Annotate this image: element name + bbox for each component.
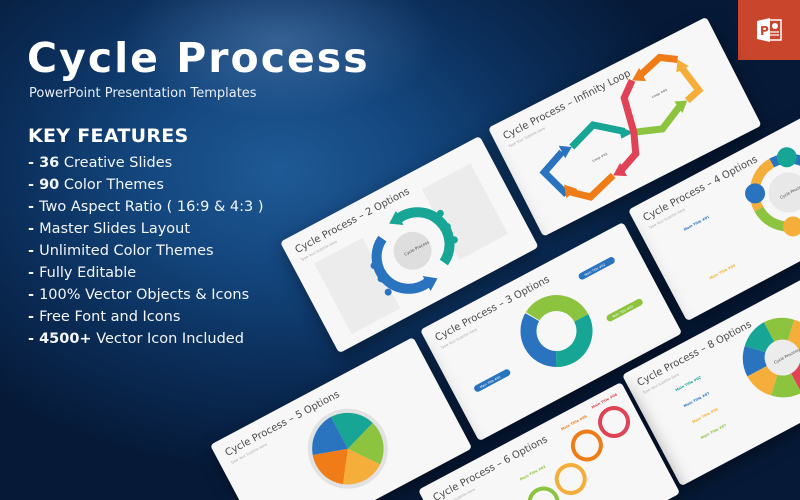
svg-text:Main Title #07: Main Title #07 (700, 423, 728, 440)
feature-item: - 36 Creative Slides (28, 155, 173, 171)
background-glow (120, 0, 440, 120)
six-options-diagram: Main Title #02 Main Title #05 Main Title… (519, 392, 631, 500)
svg-text:Main Title #02: Main Title #02 (675, 375, 703, 392)
feature-item: - Two Aspect Ratio ( 16:9 & 4:3 ) (28, 199, 264, 215)
svg-text:Main Title #07: Main Title #07 (683, 391, 711, 408)
svg-text:Main Title #01: Main Title #01 (683, 215, 711, 232)
feature-item: - Unlimited Color Themes (28, 243, 214, 259)
feature-item: - 90 Color Themes (28, 177, 164, 193)
slide-infinity-loop[interactable]: Cycle Process – Infinity Loop Type Your … (488, 16, 762, 237)
page-title: Cycle Process (27, 34, 370, 82)
slide-4-options[interactable]: Cycle Process – 4 Options Type Your Subt… (628, 102, 800, 322)
slide-5-options[interactable]: Cycle Process – 5 Options Type Your Subt… (210, 337, 473, 500)
svg-text:Main Title #06: Main Title #06 (692, 407, 720, 424)
three-options-diagram: Main Title #01 Main Title #02 Main Title… (474, 257, 643, 392)
svg-text:Loop #01: Loop #01 (592, 152, 609, 163)
powerpoint-badge: P (738, 0, 800, 60)
svg-text:Main Title #02: Main Title #02 (519, 464, 547, 481)
feature-item: - Free Font and Icons (28, 309, 181, 325)
slide-3-options[interactable]: Cycle Process – 3 Options Type Your Subt… (420, 222, 683, 442)
feature-list: - 36 Creative Slides - 90 Color Themes -… (28, 152, 264, 350)
slide-2-options[interactable]: Cycle Process – 2 Options Type Your Subt… (280, 135, 539, 354)
feature-item: - 100% Vector Objects & Icons (28, 287, 250, 303)
svg-text:Loop #02: Loop #02 (651, 88, 668, 99)
feature-item: - Fully Editable (28, 265, 137, 281)
powerpoint-icon: P (757, 18, 782, 42)
feature-item: - 4500+ Vector Icon Included (28, 331, 244, 347)
five-options-pie (307, 408, 388, 489)
page-subtitle: PowerPoint Presentation Templates (29, 86, 257, 101)
slide-8-options[interactable]: Cycle Process – 8 Options Type Your Subt… (622, 267, 800, 487)
svg-text:P: P (760, 24, 769, 38)
feature-item: - Master Slides Layout (28, 221, 191, 237)
svg-text:Main Title #05: Main Title #05 (560, 414, 588, 431)
svg-text:Main Title #04: Main Title #04 (709, 263, 737, 280)
four-options-diagram: Cycle Process Main Title #01 Main Title … (683, 147, 800, 280)
slide-6-options[interactable]: Cycle Process – 6 Options Type Your Subt… (418, 382, 681, 500)
eight-options-diagram: Cycle Process Main Title #02 Main Title … (675, 317, 800, 440)
key-features-heading: KEY FEATURES (28, 125, 189, 147)
two-options-diagram: Cycle Process (314, 163, 508, 335)
infinity-loop-diagram: Loop #01 Loop #02 (539, 53, 704, 201)
